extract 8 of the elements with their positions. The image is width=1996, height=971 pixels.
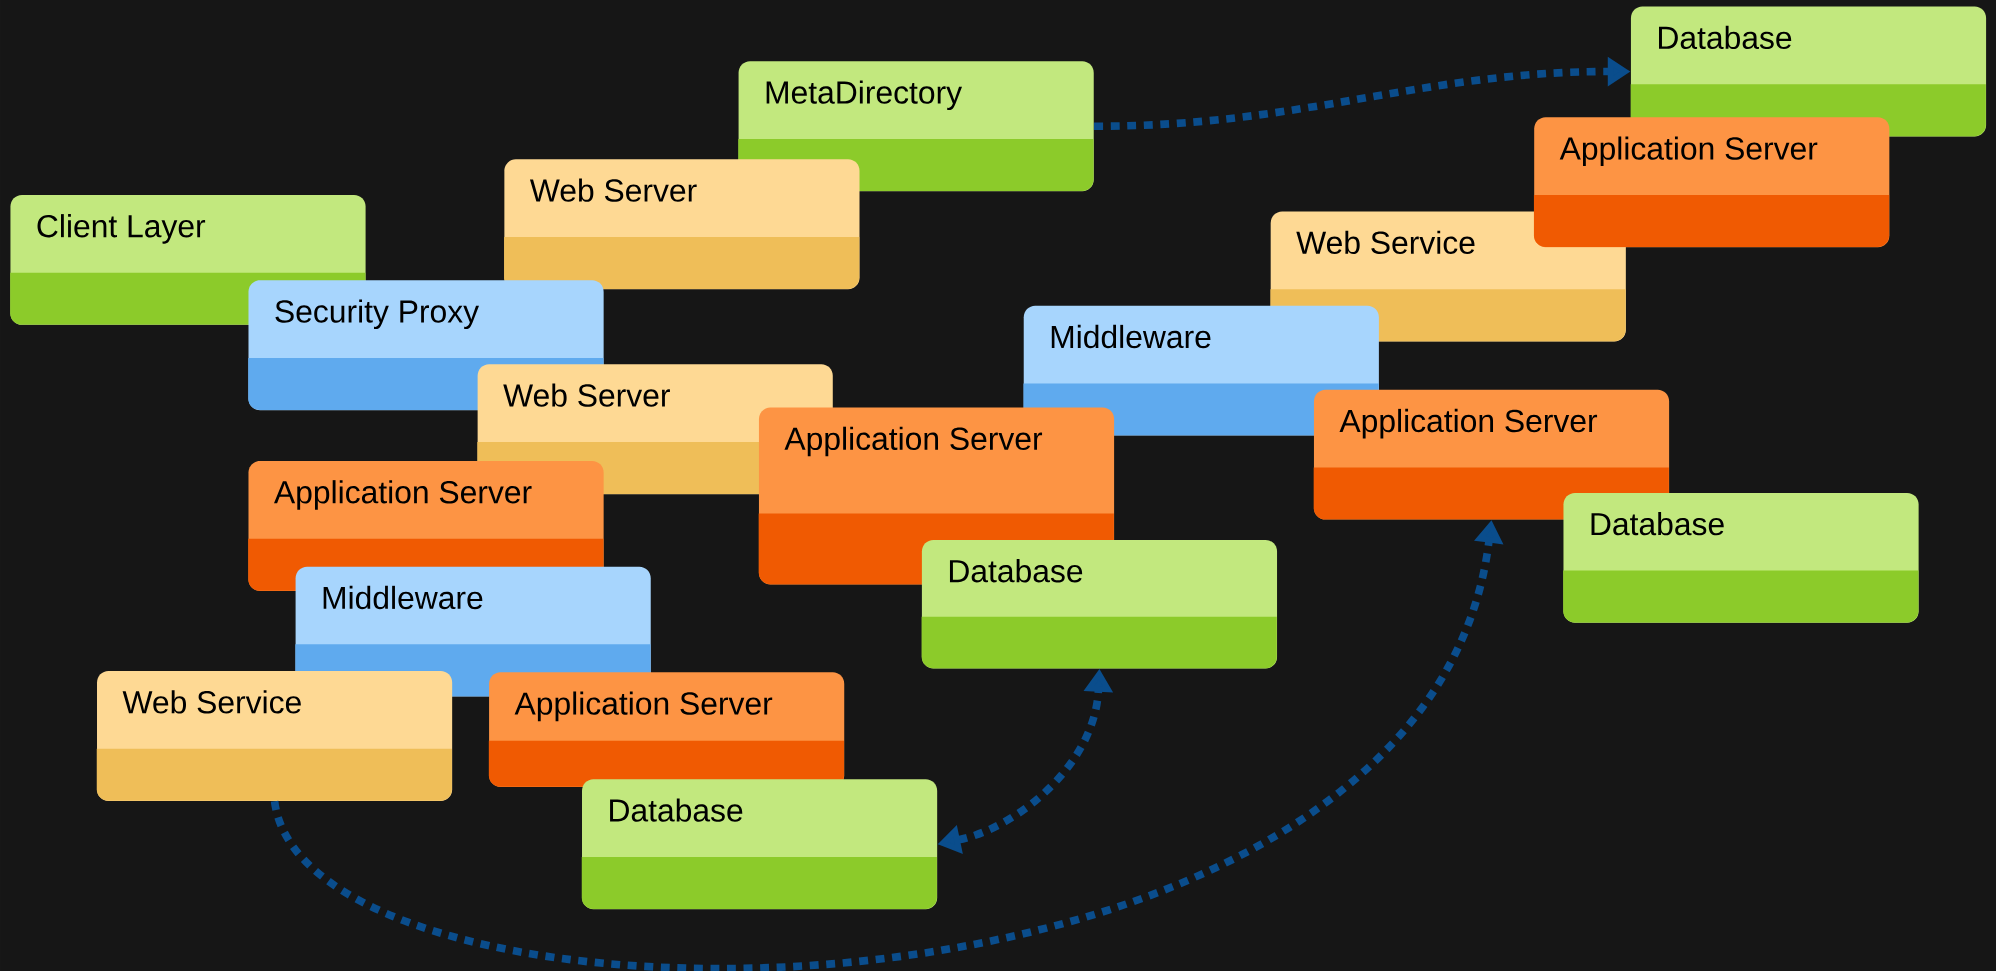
- process-box: MetaDirectory: [738, 61, 1094, 192]
- process-box: Web Server: [504, 159, 860, 290]
- process-box: Database: [921, 539, 1278, 669]
- process-box: Database: [581, 779, 938, 909]
- process-box: Database: [1563, 492, 1919, 623]
- process-box: Web Service: [96, 670, 453, 801]
- process-box: Application Server: [1533, 117, 1890, 248]
- process-box: Application Server: [488, 672, 845, 787]
